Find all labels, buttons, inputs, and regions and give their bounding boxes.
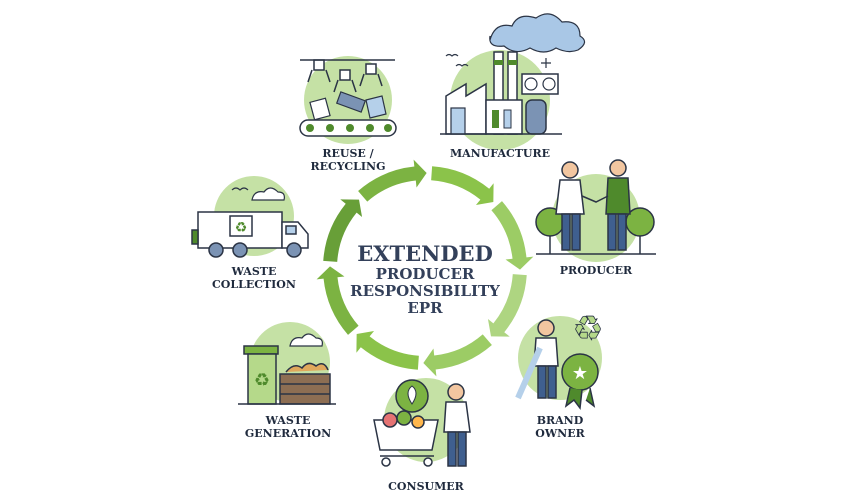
conveyor-belt-icon xyxy=(299,119,397,137)
person-icon xyxy=(515,319,559,400)
svg-text:♻: ♻ xyxy=(235,220,248,236)
person-icon xyxy=(443,383,471,467)
cycle-arrow-segment xyxy=(487,274,527,337)
shopping-cart-icon xyxy=(373,410,439,467)
title-line-2: PRODUCER xyxy=(376,265,475,283)
cycle-arrow-segment xyxy=(316,266,359,335)
cloud-icon xyxy=(251,187,285,201)
cycle-arrow-segment xyxy=(431,166,494,206)
svg-text:★: ★ xyxy=(572,363,588,384)
stage-label-producer: PRODUCER xyxy=(560,264,633,277)
award-badge-icon: ★ xyxy=(561,353,599,410)
eco-badge-icon xyxy=(395,379,429,413)
reuse-recycling-illustration xyxy=(299,56,397,144)
smoke-cloud-icon xyxy=(489,13,586,53)
brand-owner-illustration: ♻ ★ xyxy=(515,309,604,410)
svg-text:♻: ♻ xyxy=(254,370,270,391)
stage-label-manufacture: MANUFACTURE xyxy=(450,147,550,160)
trash-crate-icon xyxy=(279,362,331,405)
tree-icon xyxy=(535,207,655,254)
stage-label-reuse-recycling: REUSE /RECYCLING xyxy=(310,147,385,173)
title-line-1: EXTENDED xyxy=(357,241,493,266)
cycle-arrow-segment xyxy=(491,201,534,270)
cycle-arrow-segment xyxy=(356,330,419,370)
consumer-illustration xyxy=(373,378,471,467)
cloud-icon xyxy=(289,333,323,347)
garbage-truck-icon: ♻ xyxy=(191,211,309,258)
center-title: EXTENDED PRODUCER RESPONSIBILITY EPR xyxy=(350,241,500,317)
cycle-arrow-segment xyxy=(358,159,427,202)
recycle-symbol-icon: ♻ xyxy=(572,309,603,350)
title-line-4: EPR xyxy=(407,299,443,317)
manufacture-illustration xyxy=(440,13,586,150)
waste-generation-illustration: ♻ xyxy=(238,322,336,405)
stage-label-consumer: CONSUMER xyxy=(388,480,464,493)
cycle-arrow-ring xyxy=(316,159,534,377)
waste-collection-illustration: ♻ xyxy=(191,176,309,258)
robotic-claw-icon xyxy=(300,59,395,93)
cycle-arrow-segment xyxy=(323,199,363,262)
title-line-3: RESPONSIBILITY xyxy=(350,282,500,300)
producer-illustration xyxy=(535,159,656,262)
handshake-icon xyxy=(555,159,631,251)
svg-text:♻: ♻ xyxy=(573,309,603,349)
recycle-bin-icon: ♻ xyxy=(243,345,279,405)
cycle-arrow-segment xyxy=(423,334,492,377)
